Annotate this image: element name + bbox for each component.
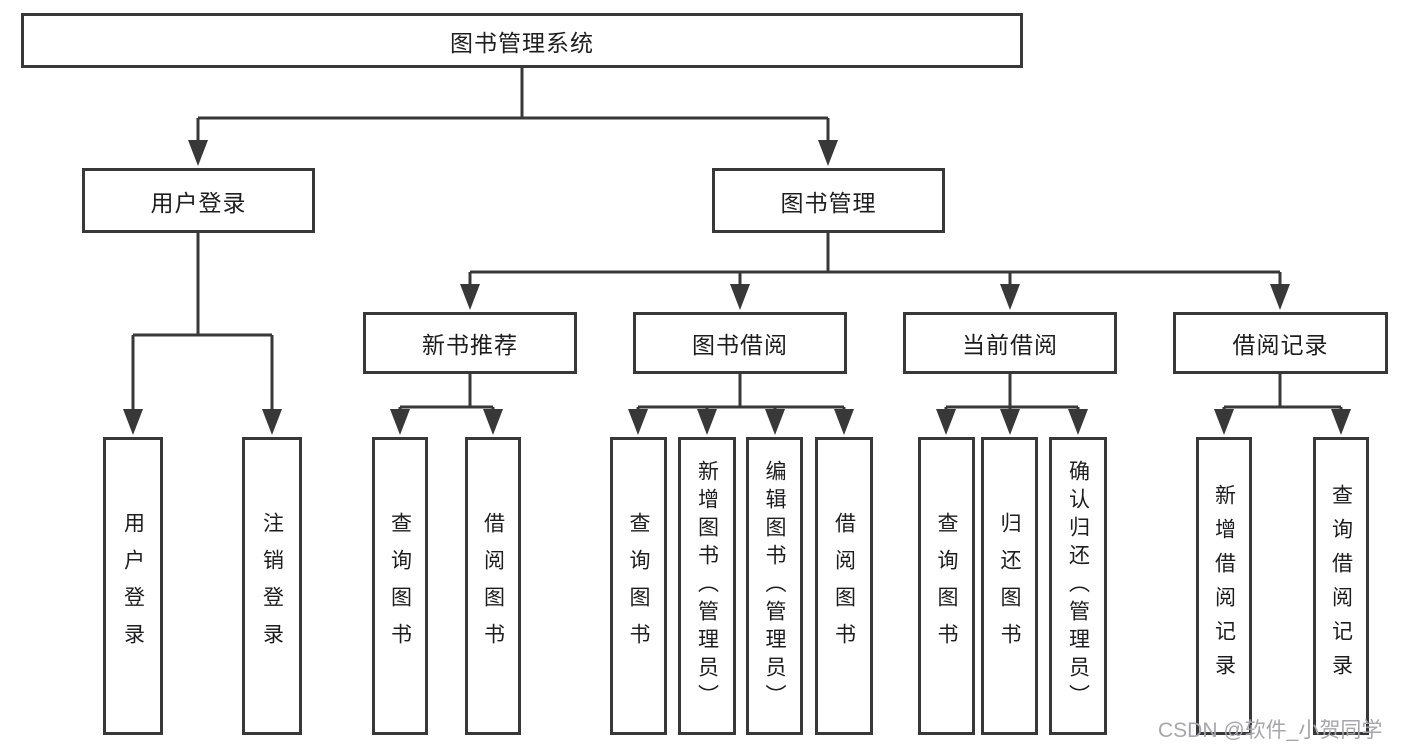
node-library-system: 图书管理系统 <box>21 13 1023 68</box>
leaf-add-books-admin: 新增图书（管理员） <box>678 437 736 735</box>
node-user-login-label: 用户登录 <box>150 189 247 216</box>
leaf-query-books-recommend: 查询图书 <box>372 437 428 735</box>
leaf-edit-books-admin: 编辑图书（管理员） <box>746 437 803 735</box>
leaf-logout-label: 注销登录 <box>260 512 284 660</box>
node-new-book-recommendation-label: 新书推荐 <box>422 332 518 358</box>
leaf-confirm-return-admin-label: 确认归还（管理员） <box>1066 460 1090 712</box>
leaf-borrow-books-borrowing: 借阅图书 <box>815 437 873 735</box>
node-book-management-label: 图书管理 <box>780 189 877 216</box>
leaf-query-books-borrowing-label: 查询图书 <box>627 512 650 660</box>
leaf-confirm-return-admin: 确认归还（管理员） <box>1049 437 1107 735</box>
leaf-user-login: 用户登录 <box>103 437 163 735</box>
node-book-borrowing: 图书借阅 <box>633 312 847 374</box>
node-book-borrowing-label: 图书借阅 <box>692 332 788 358</box>
leaf-user-login-label: 用户登录 <box>121 512 145 660</box>
leaf-query-borrow-record: 查询借阅记录 <box>1313 437 1369 735</box>
node-borrowing-records-label: 借阅记录 <box>1232 332 1329 358</box>
leaf-borrow-books-recommend: 借阅图书 <box>465 437 521 735</box>
leaf-query-books-current: 查询图书 <box>918 437 975 735</box>
leaf-add-borrow-record-label: 新增借阅记录 <box>1212 484 1236 688</box>
leaf-query-books-borrowing: 查询图书 <box>610 437 667 735</box>
leaf-add-borrow-record: 新增借阅记录 <box>1196 437 1252 735</box>
leaf-return-books: 归还图书 <box>981 437 1038 735</box>
node-current-borrowing: 当前借阅 <box>903 312 1117 374</box>
leaf-query-books-recommend-label: 查询图书 <box>388 512 412 660</box>
node-library-system-label: 图书管理系统 <box>450 29 594 56</box>
node-user-login: 用户登录 <box>82 168 315 233</box>
leaf-logout: 注销登录 <box>242 437 302 735</box>
leaf-borrow-books-borrowing-label: 借阅图书 <box>832 512 856 660</box>
leaf-return-books-label: 归还图书 <box>998 512 1021 660</box>
node-current-borrowing-label: 当前借阅 <box>962 332 1058 358</box>
leaf-borrow-books-recommend-label: 借阅图书 <box>481 512 505 660</box>
node-borrowing-records: 借阅记录 <box>1173 312 1388 374</box>
node-new-book-recommendation: 新书推荐 <box>363 312 577 374</box>
leaf-add-books-admin-label: 新增图书（管理员） <box>695 460 719 712</box>
leaf-edit-books-admin-label: 编辑图书（管理员） <box>763 460 786 712</box>
arrowheads <box>123 140 1351 435</box>
leaf-query-borrow-record-label: 查询借阅记录 <box>1329 484 1353 688</box>
node-book-management: 图书管理 <box>712 168 945 233</box>
leaf-query-books-current-label: 查询图书 <box>935 512 958 660</box>
